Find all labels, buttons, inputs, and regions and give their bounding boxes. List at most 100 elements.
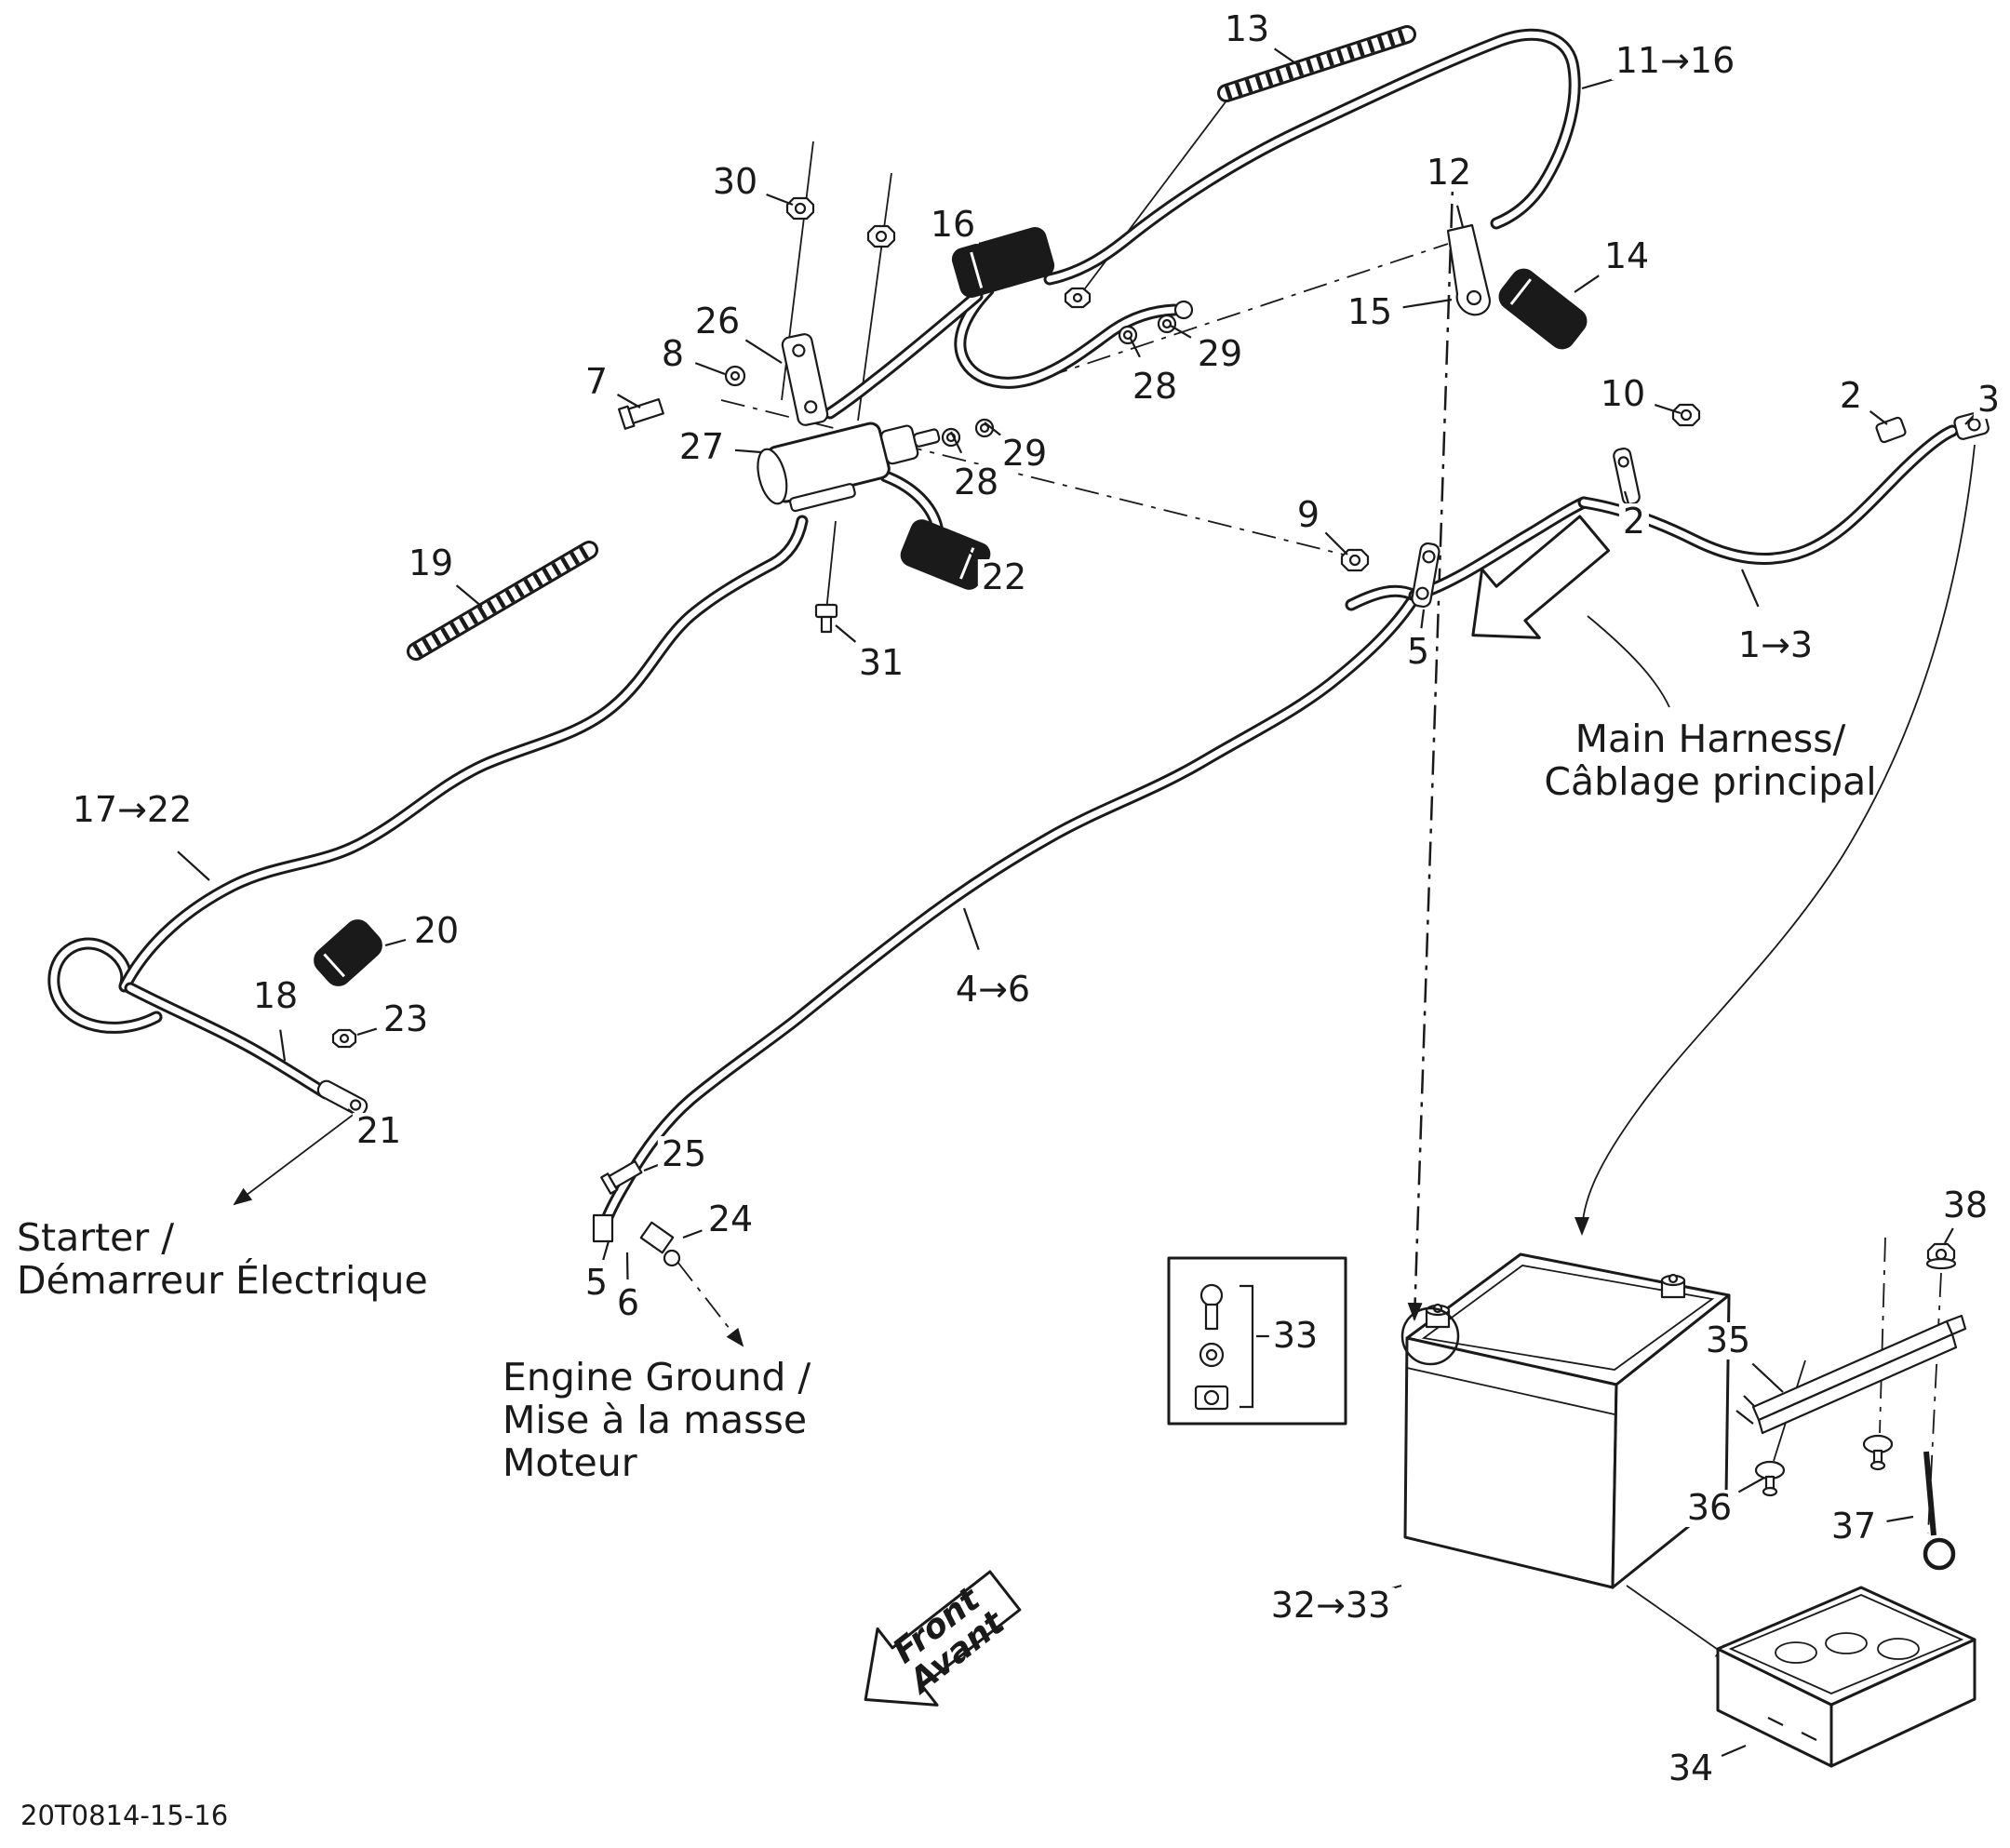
main-harness-label-fr: Câblage principal xyxy=(1544,758,1877,804)
callout-leader-26 xyxy=(744,339,783,364)
callout-12: 12 xyxy=(1422,154,1476,192)
callout-leader-5 xyxy=(1420,609,1426,629)
callout-18: 18 xyxy=(248,977,302,1015)
callout-34: 34 xyxy=(1664,1749,1718,1788)
bracket-12 xyxy=(1446,223,1491,316)
callout-leader-28 xyxy=(1129,336,1141,358)
engine-ground-label-fr1: Mise à la masse xyxy=(502,1397,808,1442)
callout-leader-29 xyxy=(984,422,1001,436)
callout-leader-4→6 xyxy=(962,907,980,950)
callout-leader-7 xyxy=(616,394,641,408)
battery-tray xyxy=(1716,1586,1976,1768)
callout-leader-29 xyxy=(1170,325,1192,339)
starter-label: Starter / Démarreur Électrique xyxy=(17,1215,428,1303)
callout-leader-31 xyxy=(835,624,857,643)
callout-33: 33 xyxy=(1268,1317,1322,1355)
callout-1→3: 1→3 xyxy=(1734,626,1817,664)
nut-23 xyxy=(331,1028,357,1049)
callout-leader-14 xyxy=(1574,275,1600,293)
callout-7: 7 xyxy=(581,363,612,401)
callout-leader-5 xyxy=(602,1240,610,1261)
engine-ground-fittings xyxy=(592,1159,681,1267)
engine-ground-label: Engine Ground / Mise à la masse Moteur xyxy=(502,1355,811,1485)
callout-leader-18 xyxy=(279,1029,287,1062)
threaded-rod-19 xyxy=(407,541,598,661)
callout-leader-12 xyxy=(1455,205,1465,228)
threaded-rod-13 xyxy=(1217,25,1416,102)
callout-31: 31 xyxy=(854,644,908,682)
battery xyxy=(1400,1252,1731,1589)
callout-9: 9 xyxy=(1293,496,1324,534)
callout-leader-23 xyxy=(356,1027,378,1037)
callout-27: 27 xyxy=(675,428,729,466)
nut-10 xyxy=(1671,403,1701,427)
callout-leader-8 xyxy=(694,362,726,376)
callout-leader-38 xyxy=(1944,1227,1954,1244)
pin-36 xyxy=(1754,1460,1786,1497)
callout-30: 30 xyxy=(708,163,762,201)
callout-6: 6 xyxy=(612,1284,644,1322)
callout-20: 20 xyxy=(409,912,463,950)
engine-ground-label-en: Engine Ground / xyxy=(502,1355,811,1399)
callout-35: 35 xyxy=(1701,1321,1755,1359)
cap-14 xyxy=(1498,268,1588,350)
callout-8: 8 xyxy=(657,335,689,373)
callout-leader-34 xyxy=(1721,1744,1747,1758)
battery-terminal-pos xyxy=(1660,1273,1686,1299)
callout-3: 3 xyxy=(1973,381,2004,419)
washer-8 xyxy=(724,365,746,387)
nut-38 xyxy=(1925,1242,1957,1270)
callout-11→16: 11→16 xyxy=(1611,42,1739,80)
main-harness-label: Main Harness/ Câblage principal xyxy=(1515,716,1906,804)
cap-20 xyxy=(314,919,382,986)
callout-19: 19 xyxy=(404,544,458,583)
callout-2: 2 xyxy=(1835,377,1867,415)
callout-24: 24 xyxy=(704,1200,757,1239)
engine-ground-label-fr2: Moteur xyxy=(502,1440,637,1485)
callout-21: 21 xyxy=(352,1112,406,1150)
callout-37: 37 xyxy=(1827,1507,1881,1546)
callout-leader-15 xyxy=(1402,298,1453,309)
callout-leader-2 xyxy=(1623,490,1630,504)
callout-leader-25 xyxy=(643,1163,661,1172)
starter-label-en: Starter / xyxy=(17,1215,175,1260)
front-arrow: Front Avant xyxy=(864,1570,1022,1707)
callout-leader-17→22 xyxy=(177,850,210,881)
battery-cable-harness xyxy=(47,28,1959,1233)
starter-label-fr: Démarreur Électrique xyxy=(17,1257,428,1303)
callout-13: 13 xyxy=(1220,10,1274,48)
clamp-2-right xyxy=(1875,416,1907,444)
callout-17→22: 17→22 xyxy=(68,791,196,829)
bolt-31 xyxy=(814,603,838,634)
callout-10: 10 xyxy=(1596,375,1650,413)
callout-leader-3 xyxy=(1964,413,1976,425)
callout-4→6: 4→6 xyxy=(951,971,1035,1009)
terminal-21 xyxy=(316,1079,368,1117)
callout-29: 29 xyxy=(1193,335,1247,373)
callout-26: 26 xyxy=(690,302,744,341)
nut-30a xyxy=(785,196,815,221)
nut-30b xyxy=(866,224,896,248)
callout-leader-1→3 xyxy=(1740,569,1760,608)
callout-14: 14 xyxy=(1600,237,1654,275)
holddown-bracket-35 xyxy=(1735,1314,1967,1435)
callout-leader-24 xyxy=(682,1229,703,1239)
solenoid-bracket xyxy=(781,333,829,426)
callout-5: 5 xyxy=(1402,633,1434,671)
callout-leader-20 xyxy=(384,938,407,947)
ring-pin-37 xyxy=(1923,1451,1956,1571)
callout-leader-28 xyxy=(950,431,963,454)
main-harness-arrow xyxy=(1471,515,1611,639)
callout-leader-13 xyxy=(1273,47,1302,68)
callout-leader-19 xyxy=(455,584,483,608)
bolt-7 xyxy=(617,397,664,430)
drawing-number: 20T0814-15-16 xyxy=(20,1800,229,1831)
main-harness-label-en: Main Harness/ xyxy=(1574,716,1846,761)
callout-23: 23 xyxy=(379,1000,433,1038)
callout-28: 28 xyxy=(949,463,1003,502)
bracket-5-right xyxy=(1411,542,1440,609)
callout-22: 22 xyxy=(977,558,1031,596)
starter-solenoid xyxy=(757,422,941,513)
boot-16 xyxy=(951,227,1055,298)
